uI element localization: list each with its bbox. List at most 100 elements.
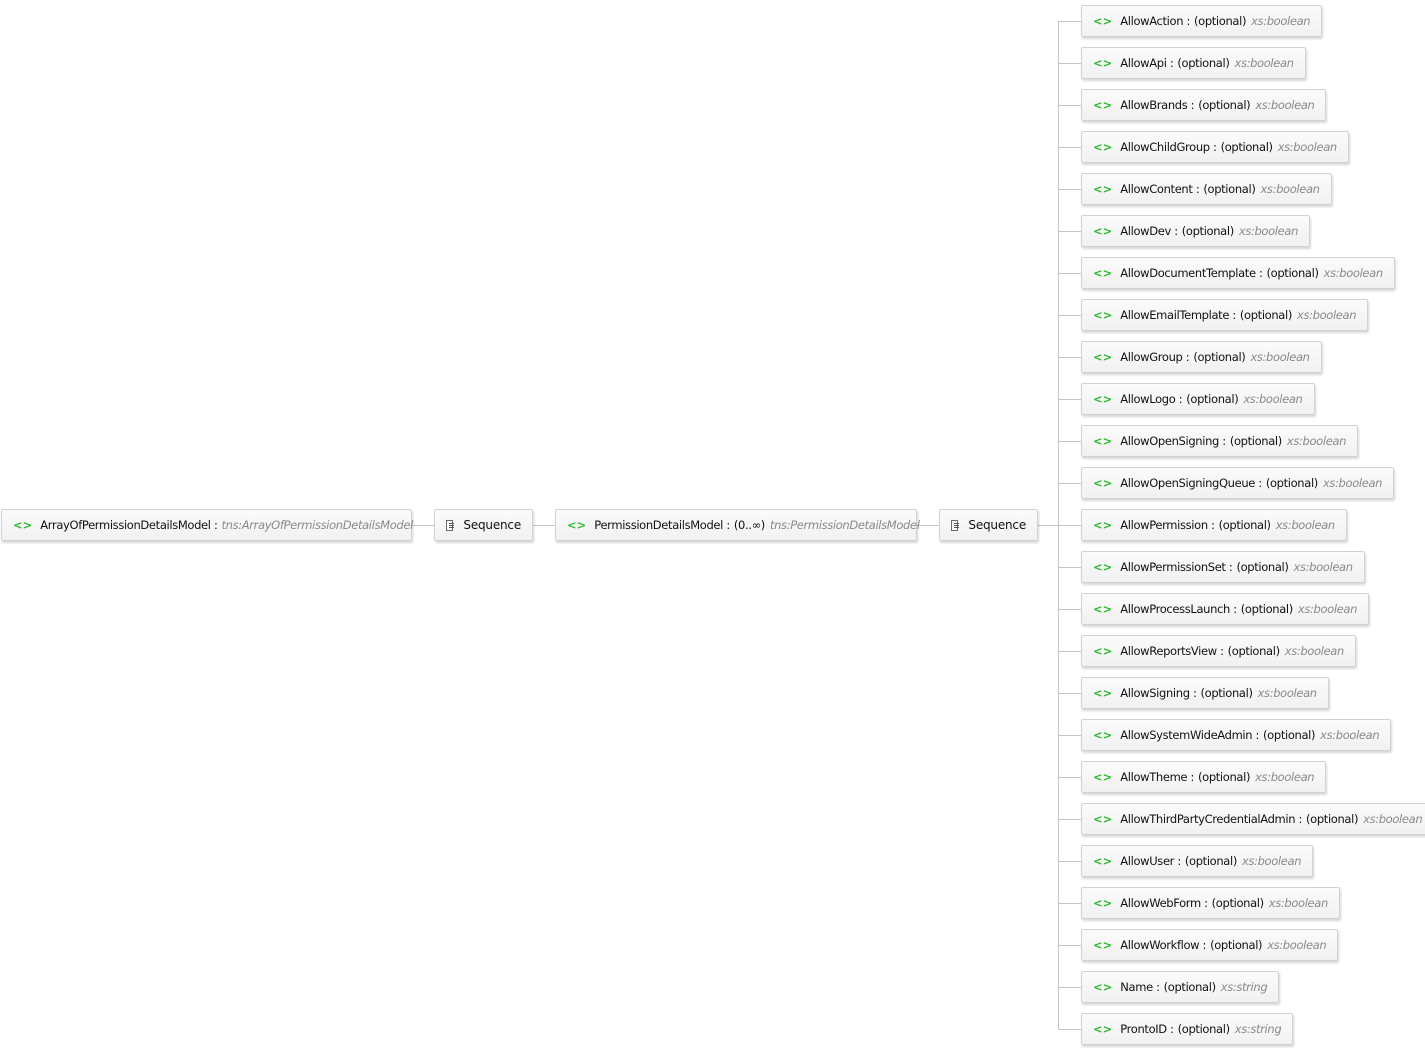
element-icon: <> xyxy=(1093,854,1113,868)
child-element-node[interactable]: <>AllowWebForm :(optional)xs:boolean xyxy=(1081,887,1340,919)
child-element-node[interactable]: <>AllowEmailTemplate :(optional)xs:boole… xyxy=(1081,299,1369,331)
child-element-node[interactable]: <>AllowSystemWideAdmin :(optional)xs:boo… xyxy=(1081,719,1392,751)
model-element-type: tns:PermissionDetailsModel xyxy=(769,518,920,532)
separator-colon: : xyxy=(1216,644,1224,658)
element-icon: <> xyxy=(1093,770,1113,784)
element-icon: <> xyxy=(1093,896,1113,910)
child-element-node[interactable]: <>AllowUser :(optional)xs:boolean xyxy=(1081,845,1314,877)
element-icon: <> xyxy=(13,518,33,532)
child-element-name: AllowSystemWideAdmin xyxy=(1120,728,1253,742)
child-element-type: xs:boolean xyxy=(1284,644,1345,658)
child-element-multiplicity: (optional) xyxy=(1177,1022,1230,1036)
child-element-type: xs:boolean xyxy=(1243,392,1303,406)
child-element-name: AllowThirdPartyCredentialAdmin xyxy=(1120,812,1296,826)
root-element-type: tns:ArrayOfPermissionDetailsModel xyxy=(221,518,413,532)
child-element-name: AllowWorkflow xyxy=(1120,938,1200,952)
child-element-multiplicity: (optional) xyxy=(1306,812,1359,826)
child-element-name: ProntoID xyxy=(1120,1022,1167,1036)
child-element-node[interactable]: <>AllowOpenSigning :(optional)xs:boolean xyxy=(1081,425,1359,457)
element-icon: <> xyxy=(1093,812,1113,826)
child-element-node[interactable]: <>AllowAction :(optional)xs:boolean xyxy=(1081,5,1323,37)
child-element-type: xs:boolean xyxy=(1267,938,1327,952)
child-element-node[interactable]: <>AllowDocumentTemplate :(optional)xs:bo… xyxy=(1081,257,1395,289)
child-element-multiplicity: (optional) xyxy=(1198,98,1251,112)
child-element-type: xs:string xyxy=(1234,1022,1282,1036)
element-icon: <> xyxy=(1093,392,1113,406)
child-element-node[interactable]: <>AllowReportsView :(optional)xs:boolean xyxy=(1081,635,1356,667)
child-element-node[interactable]: <>AllowGroup :(optional)xs:boolean xyxy=(1081,341,1322,373)
separator-colon: : xyxy=(1252,728,1260,742)
element-icon: <> xyxy=(1093,224,1113,238)
child-element-node[interactable]: <>AllowPermissionSet :(optional)xs:boole… xyxy=(1081,551,1365,583)
child-element-type: xs:boolean xyxy=(1257,686,1318,700)
child-element-name: AllowChildGroup xyxy=(1120,140,1210,154)
child-element-name: AllowPermissionSet xyxy=(1120,560,1226,574)
child-element-node[interactable]: <>AllowPermission :(optional)xs:boolean xyxy=(1081,509,1347,541)
child-element-name: AllowReportsView xyxy=(1120,644,1217,658)
child-element-multiplicity: (optional) xyxy=(1265,476,1318,490)
child-element-type: xs:boolean xyxy=(1277,140,1338,154)
child-element-node[interactable]: <>AllowThirdPartyCredentialAdmin :(optio… xyxy=(1081,803,1425,835)
child-element-name: AllowOpenSigning xyxy=(1120,434,1219,448)
child-element-node[interactable]: <>Name :(optional)xs:string xyxy=(1081,971,1280,1003)
separator-colon: : xyxy=(1170,224,1178,238)
separator-colon: : xyxy=(1255,266,1263,280)
separator-colon: : xyxy=(1200,896,1208,910)
child-element-node[interactable]: <>AllowTheme :(optional)xs:boolean xyxy=(1081,761,1327,793)
separator-colon: : xyxy=(1152,980,1160,994)
child-element-node[interactable]: <>AllowWorkflow :(optional)xs:boolean xyxy=(1081,929,1339,961)
child-element-multiplicity: (optional) xyxy=(1229,434,1282,448)
child-element-name: AllowBrands xyxy=(1120,98,1188,112)
sequence-label: Sequence xyxy=(463,518,521,532)
child-element-type: xs:boolean xyxy=(1241,854,1302,868)
child-element-multiplicity: (optional) xyxy=(1193,350,1246,364)
element-icon: <> xyxy=(1093,476,1113,490)
child-element-node[interactable]: <> ProntoID :(optional) xs:string xyxy=(1081,1013,1294,1045)
child-element-type: xs:boolean xyxy=(1320,728,1380,742)
child-element-node[interactable]: <>AllowLogo :(optional)xs:boolean xyxy=(1081,383,1315,415)
child-element-multiplicity: (optional) xyxy=(1184,854,1237,868)
element-icon: <> xyxy=(1093,140,1113,154)
child-element-node[interactable]: <>AllowApi :(optional)xs:boolean xyxy=(1081,47,1306,79)
root-element-node[interactable]: <> ArrayOfPermissionDetailsModel : tns:A… xyxy=(1,509,413,541)
child-element-multiplicity: (optional) xyxy=(1177,56,1230,70)
separator-colon: : xyxy=(1192,182,1200,196)
child-element-type: xs:boolean xyxy=(1255,98,1315,112)
element-icon: <> xyxy=(1093,182,1113,196)
child-element-name: AllowLogo xyxy=(1120,392,1176,406)
child-element-type: xs:boolean xyxy=(1260,182,1320,196)
model-element-multiplicity: (0..∞) xyxy=(733,518,765,532)
element-icon: <> xyxy=(1093,350,1113,364)
separator-colon: : xyxy=(1187,770,1194,784)
child-element-name: AllowTheme xyxy=(1120,770,1188,784)
child-element-name: AllowEmailTemplate xyxy=(1120,308,1230,322)
child-element-node[interactable]: <>AllowSigning :(optional)xs:boolean xyxy=(1081,677,1329,709)
element-icon: <> xyxy=(1093,560,1113,574)
sequence-node-2[interactable]: Sequence xyxy=(939,509,1038,541)
separator-colon: : xyxy=(1166,1022,1174,1036)
element-icon: <> xyxy=(1093,602,1113,616)
model-element-node[interactable]: <> PermissionDetailsModel : (0..∞) tns:P… xyxy=(555,509,920,541)
child-element-node[interactable]: <>AllowDev :(optional)xs:boolean xyxy=(1081,215,1311,247)
separator-colon: : xyxy=(210,518,218,532)
child-element-multiplicity: (optional) xyxy=(1198,770,1251,784)
child-element-node[interactable]: <>AllowChildGroup :(optional)xs:boolean xyxy=(1081,131,1349,163)
separator-colon: : xyxy=(1174,854,1181,868)
child-element-node[interactable]: <>AllowProcessLaunch :(optional)xs:boole… xyxy=(1081,593,1370,625)
separator-colon: : xyxy=(1189,686,1197,700)
separator-colon: : xyxy=(723,518,730,532)
model-element-name: PermissionDetailsModel xyxy=(594,518,724,532)
root-element-name: ArrayOfPermissionDetailsModel xyxy=(40,518,211,532)
child-element-name: AllowDocumentTemplate xyxy=(1120,266,1256,280)
element-icon: <> xyxy=(1093,308,1113,322)
element-icon: <> xyxy=(1093,1022,1113,1036)
child-element-node[interactable]: <>AllowContent :(optional)xs:boolean xyxy=(1081,173,1332,205)
child-element-node[interactable]: <>AllowBrands :(optional)xs:boolean xyxy=(1081,89,1327,121)
child-element-multiplicity: (optional) xyxy=(1218,518,1271,532)
separator-colon: : xyxy=(1183,14,1190,28)
child-element-type: xs:boolean xyxy=(1275,518,1336,532)
sequence-node-1[interactable]: Sequence xyxy=(434,509,533,541)
element-icon: <> xyxy=(1093,980,1113,994)
child-element-name: AllowGroup xyxy=(1120,350,1183,364)
child-element-node[interactable]: <>AllowOpenSigningQueue :(optional)xs:bo… xyxy=(1081,467,1395,499)
